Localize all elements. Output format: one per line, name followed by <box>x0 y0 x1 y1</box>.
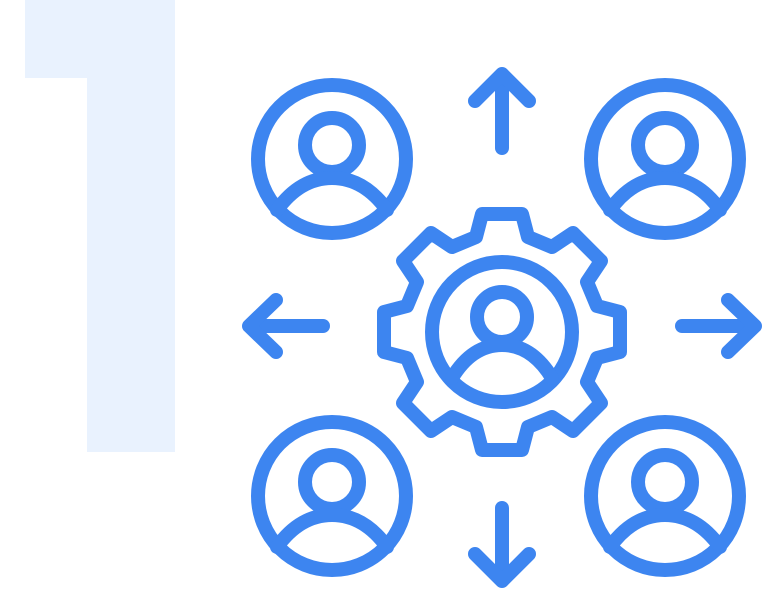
arrow-up-icon <box>468 67 536 155</box>
gear-user-icon <box>377 207 627 457</box>
arrow-left-icon <box>242 293 330 359</box>
user-circle-icon <box>584 415 746 577</box>
numeral-one-shape <box>25 0 175 452</box>
user-circle-icon <box>584 78 746 240</box>
background-numeral-one: 1 <box>25 0 175 452</box>
arrow-right-icon <box>675 293 762 359</box>
arrow-down-icon <box>468 501 536 588</box>
user-circle-icon <box>251 78 413 240</box>
user-circle-icon <box>251 415 413 577</box>
